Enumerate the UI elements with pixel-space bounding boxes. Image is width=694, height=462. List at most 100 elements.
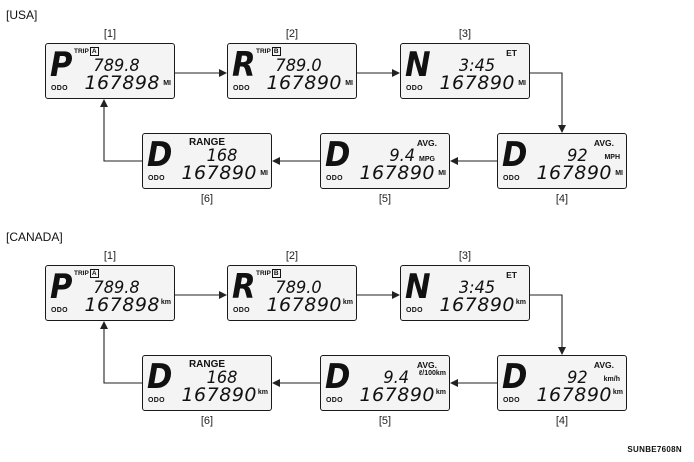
step-label: [2] (285, 250, 299, 262)
upper-unit: ℓ/100km (418, 370, 446, 377)
upper-reading: 3:45 (458, 278, 495, 298)
gear-indicator: N (405, 45, 431, 85)
mode-label: AVG. (593, 138, 614, 148)
gear-indicator: D (325, 357, 351, 397)
gear-indicator: D (147, 135, 173, 175)
odometer-reading: 167890 (181, 162, 257, 184)
gear-indicator: P (50, 45, 73, 85)
odo-label: ODO (51, 85, 68, 92)
upper-reading: 789.0 (275, 278, 322, 298)
odometer-unit: km (257, 389, 268, 396)
trip-letter-box: A (89, 47, 99, 56)
mode-label: AVG. (416, 360, 437, 370)
upper-unit: MPG (419, 156, 435, 163)
upper-reading: 789.8 (93, 56, 140, 76)
odo-label: ODO (148, 397, 165, 404)
step-label: [3] (458, 28, 472, 40)
step-label: [6] (200, 415, 214, 427)
trip-word: TRIP (256, 48, 271, 55)
odometer-reading: 167898 (84, 294, 160, 316)
odometer-unit: km (160, 299, 171, 306)
gear-indicator: P (50, 267, 73, 307)
odometer-unit: MI (345, 80, 353, 87)
odometer-reading: 167890 (439, 294, 515, 316)
range-mode-label: RANGE (188, 137, 226, 148)
odometer-reading: 167890 (266, 294, 342, 316)
odo-label: ODO (233, 85, 250, 92)
odo-label: ODO (326, 175, 343, 182)
gear-indicator: R (232, 45, 256, 85)
trip-letter-box: B (271, 47, 281, 56)
gear-indicator: R (232, 267, 256, 307)
upper-reading: 9.4 (389, 146, 415, 166)
section-label: [CANADA] (6, 230, 63, 244)
gear-indicator: D (147, 357, 173, 397)
upper-unit: km/h (603, 376, 620, 383)
range-mode-label: RANGE (188, 359, 226, 370)
mode-label: ET (506, 270, 517, 280)
trip-word: TRIP (256, 270, 271, 277)
odometer-reading: 167890 (266, 72, 342, 94)
arrow-3-to-4 (530, 294, 566, 355)
upper-reading: 789.0 (275, 56, 322, 76)
figure-code: SUNBE7608N (627, 445, 682, 454)
odometer-unit: km (515, 299, 526, 306)
step-label: [2] (285, 28, 299, 40)
trip-word: TRIP (74, 270, 89, 277)
odometer-unit: MI (438, 170, 446, 177)
trip-letter-box: B (271, 269, 281, 278)
odometer-unit: km (612, 389, 623, 396)
step-label: [6] (200, 193, 214, 205)
section-label: [USA] (6, 8, 38, 22)
odometer-reading: 167890 (181, 384, 257, 406)
upper-reading: 168 (206, 146, 237, 166)
odometer-unit: MI (615, 170, 623, 177)
step-label: [1] (103, 250, 117, 262)
odometer-unit: MI (260, 170, 268, 177)
odometer-reading: 167890 (536, 384, 612, 406)
gear-indicator: N (405, 267, 431, 307)
upper-reading: 168 (206, 368, 237, 388)
step-label: [4] (555, 193, 569, 205)
upper-reading: 3:45 (458, 56, 495, 76)
mode-label: AVG. (416, 138, 437, 148)
gear-indicator: D (502, 357, 528, 397)
mode-label: ET (506, 48, 517, 58)
odometer-unit: MI (163, 80, 171, 87)
odometer-reading: 167890 (536, 162, 612, 184)
odometer-reading: 167898 (84, 72, 160, 94)
gear-indicator: D (502, 135, 528, 175)
odometer-unit: km (342, 299, 353, 306)
step-label: [1] (103, 28, 117, 40)
arrow-6-to-1 (100, 99, 142, 162)
odometer-reading: 167890 (359, 384, 435, 406)
upper-reading: 9.4 (383, 368, 409, 388)
upper-reading: 789.8 (93, 278, 140, 298)
arrow-6-to-1 (100, 321, 142, 384)
odo-label: ODO (233, 307, 250, 314)
odometer-reading: 167890 (439, 72, 515, 94)
odo-label: ODO (503, 175, 520, 182)
step-label: [5] (378, 193, 392, 205)
trip-word: TRIP (74, 48, 89, 55)
mode-label: AVG. (593, 360, 614, 370)
odo-label: ODO (326, 397, 343, 404)
odo-label: ODO (503, 397, 520, 404)
step-label: [4] (555, 415, 569, 427)
upper-unit: MPH (604, 154, 620, 161)
step-label: [3] (458, 250, 472, 262)
step-label: [5] (378, 415, 392, 427)
